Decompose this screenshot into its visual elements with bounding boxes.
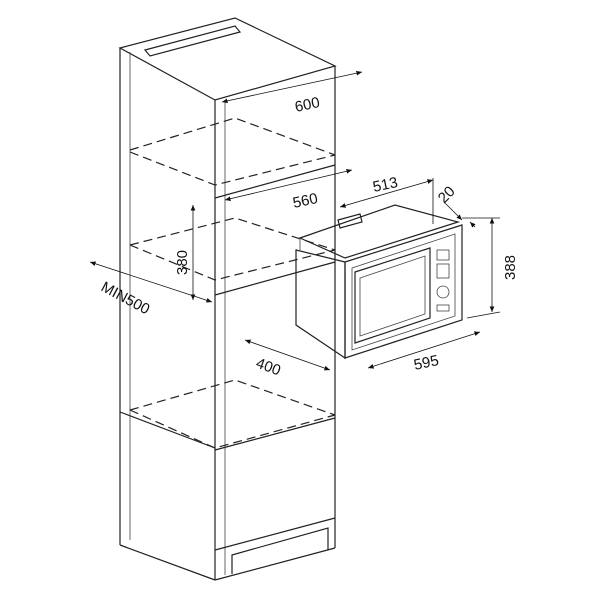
label-cabinet-depth: 600 (293, 94, 321, 116)
label-niche-height: 380 (174, 250, 191, 275)
label-niche-depth: 560 (291, 190, 319, 212)
label-appliance-depth: 513 (371, 174, 399, 196)
label-front-offset: 400 (254, 355, 283, 380)
microwave (295, 204, 463, 360)
label-niche-width-min: MIN500 (98, 279, 152, 319)
label-frame-thickness: 20 (435, 183, 459, 207)
dimension-lines (89, 70, 501, 371)
label-appliance-height: 388 (502, 255, 519, 280)
label-appliance-width: 595 (412, 352, 440, 374)
